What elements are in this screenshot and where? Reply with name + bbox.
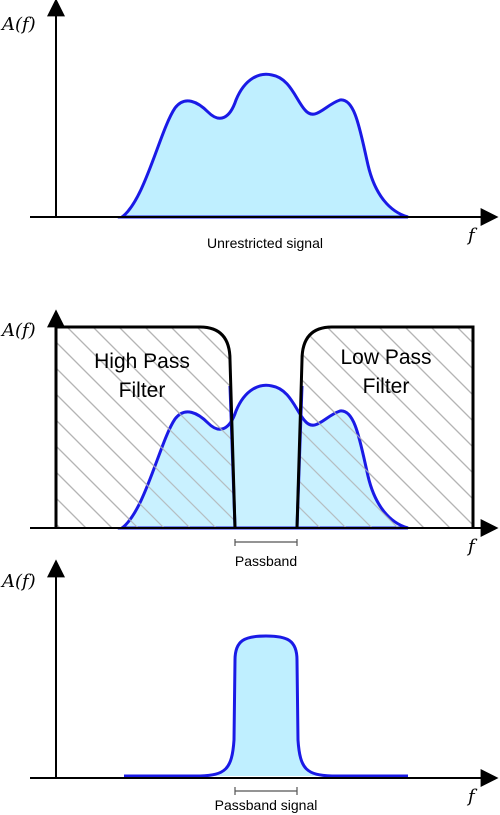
passband-signal-curve: [124, 634, 408, 778]
low-pass-filter-curve: [295, 325, 475, 529]
high-pass-label-line2: Filter: [119, 379, 166, 402]
passband-signal-bracket: [234, 787, 298, 795]
x-axis-label: f: [466, 786, 478, 807]
passband-bracket: [234, 539, 298, 546]
y-axis-label: A(f): [0, 571, 36, 592]
low-pass-label-line1: Low Pass: [340, 346, 431, 369]
panel-unrestricted: A(f) f Unrestricted signal: [0, 0, 499, 251]
low-pass-label-line2: Filter: [363, 375, 410, 398]
y-axis-label: A(f): [0, 14, 36, 35]
passband-caption: Passband: [235, 553, 297, 569]
y-axis-label: A(f): [0, 320, 36, 341]
high-pass-label-line1: High Pass: [94, 350, 190, 373]
panel-passband-signal: A(f) f Passband signal: [0, 559, 499, 813]
passband-signal-caption: Passband signal: [215, 797, 318, 813]
unrestricted-signal-caption: Unrestricted signal: [207, 235, 323, 251]
panel-filters: A(f) f High Pass Filter Low Pass Filter …: [0, 309, 499, 569]
high-pass-filter-curve: [54, 325, 237, 529]
unrestricted-signal-curve: [117, 72, 409, 219]
x-axis-label: f: [466, 536, 478, 557]
x-axis-label: f: [466, 225, 478, 246]
